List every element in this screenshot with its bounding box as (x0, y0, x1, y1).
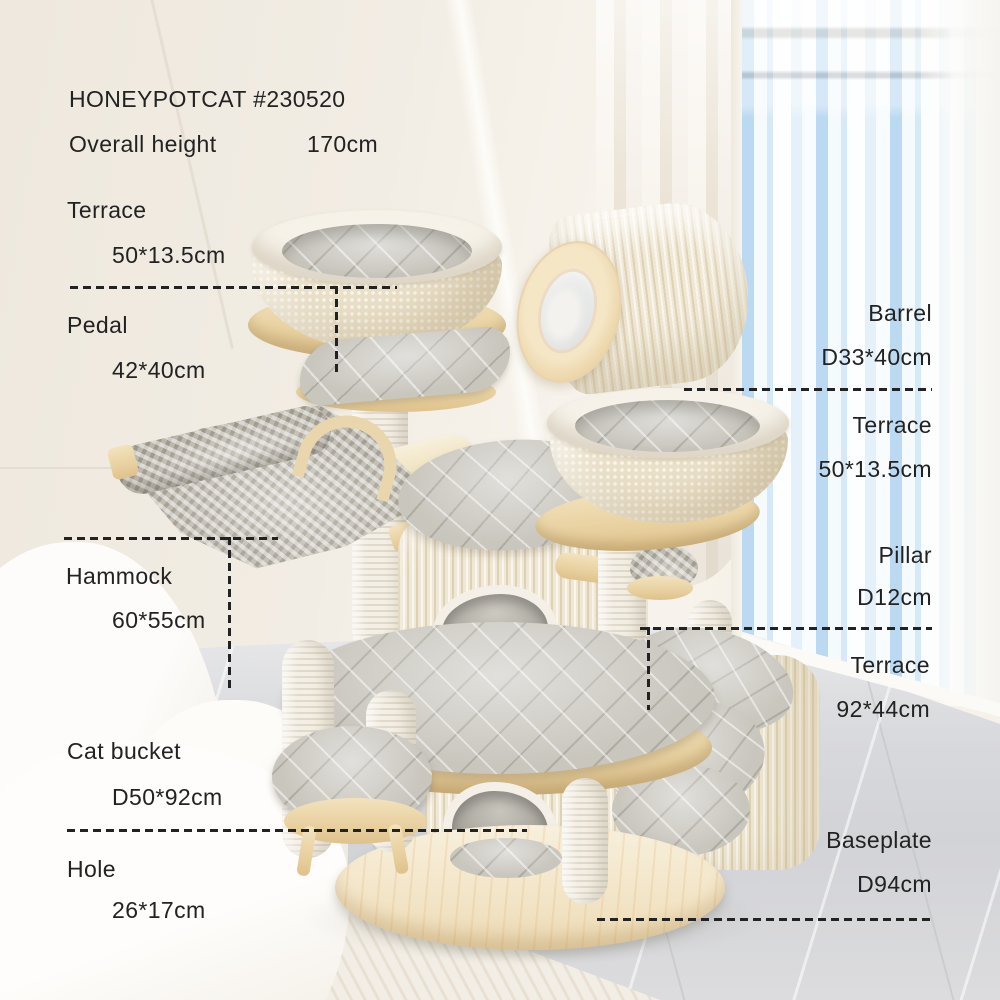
spec-terrace-right1-label: Terrace (852, 412, 932, 438)
spec-barrel-label: Barrel (868, 300, 932, 326)
curtain-right-fold (918, 0, 1000, 706)
pillar-dashed-line (640, 627, 932, 630)
big-terrace-cushion (283, 622, 715, 774)
spec-terrace-right2-label: Terrace (850, 652, 930, 678)
cat-bucket-dashed-line (67, 829, 527, 832)
terrace-left-dashed-pointer (335, 286, 338, 374)
spec-hammock-label: Hammock (66, 563, 173, 589)
barrel-dashed-line (684, 388, 932, 391)
overall-height-value: 170cm (307, 131, 379, 157)
wall-groove-horizontal (0, 467, 118, 469)
spec-cat-bucket-value: D50*92cm (112, 784, 223, 810)
spec-pedal-value: 42*40cm (112, 357, 206, 383)
lower-hole-cushion-lip (450, 838, 562, 878)
brand-model-text: HONEYPOTCAT #230520 (69, 86, 346, 112)
spec-hole-label: Hole (67, 856, 116, 882)
spec-terrace-left-value: 50*13.5cm (112, 242, 226, 268)
spec-barrel-value: D33*40cm (821, 344, 932, 370)
second-terrace-cushion (575, 400, 760, 452)
terrace-left-dashed-line (70, 286, 397, 289)
terrace-right2-dashed-pointer (647, 627, 650, 710)
spec-terrace-left-label: Terrace (67, 197, 147, 223)
spec-baseplate-value: D94cm (857, 871, 932, 897)
spec-pedal-label: Pedal (67, 312, 128, 338)
spec-cat-bucket-label: Cat bucket (67, 738, 181, 764)
spec-terrace-right2-value: 92*44cm (836, 696, 930, 722)
top-terrace-cushion (282, 224, 472, 278)
spec-hole-value: 26*17cm (112, 897, 206, 923)
hammock-dashed-line (64, 537, 278, 540)
spec-pillar-value: D12cm (857, 584, 932, 610)
spec-pillar-label: Pillar (878, 542, 932, 568)
baseplate-dashed-line (597, 918, 933, 921)
hammock-dashed-pointer (228, 537, 231, 688)
mini-stool-wood-disc (627, 576, 693, 600)
spec-hammock-value: 60*55cm (112, 607, 206, 633)
overall-height-label: Overall height (69, 131, 217, 157)
spec-terrace-right1-value: 50*13.5cm (818, 456, 932, 482)
lower-post-front-right (562, 778, 608, 904)
spec-baseplate-label: Baseplate (826, 827, 932, 853)
